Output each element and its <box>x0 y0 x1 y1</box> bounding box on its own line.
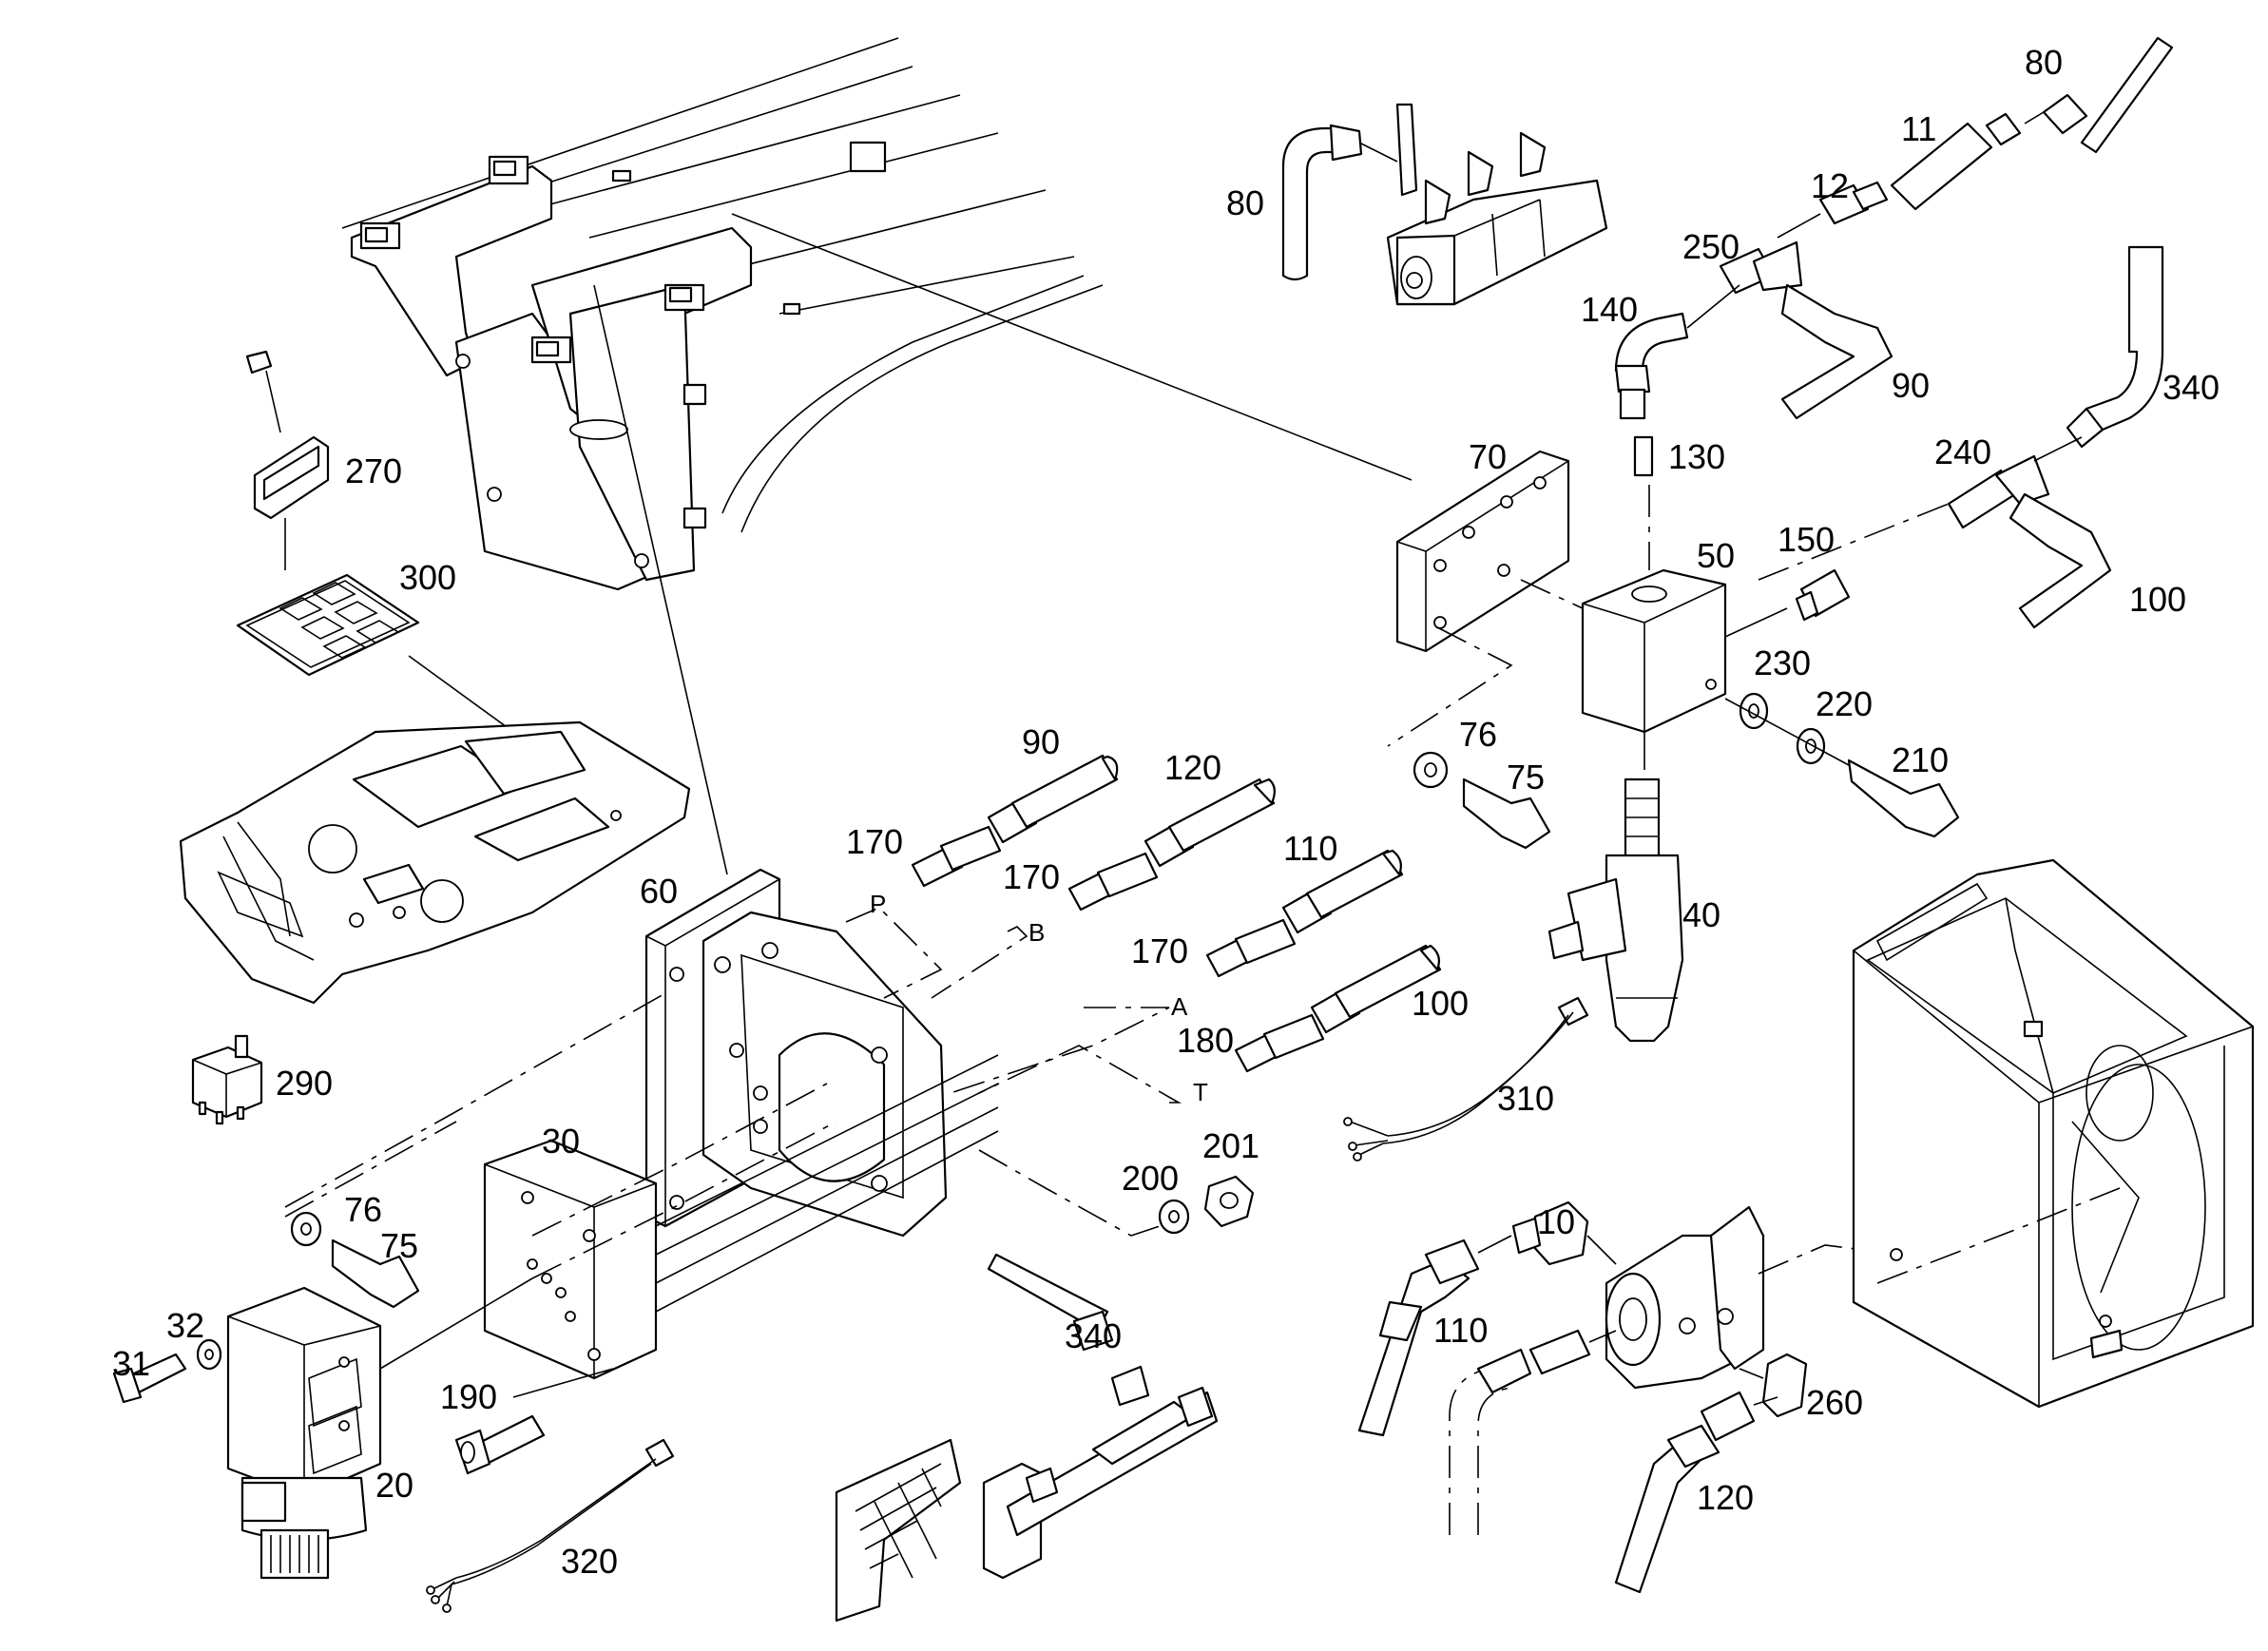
label-12: 12 <box>1811 166 1849 205</box>
label-110-mid: 110 <box>1283 829 1337 868</box>
label-80-left: 80 <box>1226 183 1264 222</box>
label-260: 260 <box>1806 1383 1863 1422</box>
label-31: 31 <box>112 1344 150 1383</box>
washer-screw-76-75-bottom <box>290 1211 420 1309</box>
label-310: 310 <box>1497 1079 1554 1118</box>
gear-pump-10 <box>1511 1200 1902 1418</box>
label-120-mid: 120 <box>1164 748 1221 787</box>
label-250: 250 <box>1682 227 1739 266</box>
label-210: 210 <box>1892 740 1949 779</box>
label-190: 190 <box>440 1377 497 1416</box>
label-80-right: 80 <box>2025 43 2063 82</box>
label-201: 201 <box>1202 1126 1259 1165</box>
label-200: 200 <box>1122 1159 1179 1198</box>
part-labels: 80 80 11 12 250 140 90 340 130 240 70 50… <box>112 43 2220 1581</box>
fittings-150-230-220-210 <box>1724 568 1960 838</box>
label-11: 11 <box>1901 109 1936 148</box>
label-20: 20 <box>375 1466 413 1505</box>
label-140: 140 <box>1581 290 1638 329</box>
control-console-cover <box>179 720 691 1005</box>
hose-80-left <box>1281 124 1398 281</box>
hose-340-100-right <box>1758 245 2164 629</box>
label-40: 40 <box>1682 895 1720 934</box>
washer-screw-76-75-top <box>1413 751 1551 850</box>
label-75-bottom: 75 <box>380 1226 418 1265</box>
label-220: 220 <box>1816 684 1873 723</box>
label-76-bottom: 76 <box>344 1190 382 1229</box>
port-fittings-170-180 <box>911 825 1325 1073</box>
machine-frame <box>341 37 1104 591</box>
label-230: 230 <box>1754 643 1811 682</box>
label-30: 30 <box>542 1122 580 1161</box>
label-110-bottom: 110 <box>1433 1311 1488 1350</box>
label-340-top: 340 <box>2162 368 2220 407</box>
label-240: 240 <box>1934 432 1991 471</box>
label-300: 300 <box>399 558 456 597</box>
hose-dashed-bottom <box>1449 1329 1617 1535</box>
label-120-bottom: 120 <box>1697 1478 1754 1517</box>
label-32: 32 <box>166 1306 204 1345</box>
label-plate-300 <box>236 573 514 733</box>
label-90-top: 90 <box>1892 366 1930 405</box>
label-10: 10 <box>1537 1202 1575 1241</box>
label-75-top: 75 <box>1507 758 1545 797</box>
relay-290 <box>191 1034 263 1125</box>
motor-pump-top <box>1386 103 1608 306</box>
label-130: 130 <box>1668 437 1725 476</box>
label-170-p: 170 <box>846 822 903 861</box>
label-170-a: 170 <box>1131 931 1188 970</box>
port-a-label: A <box>1171 992 1188 1021</box>
label-100-mid: 100 <box>1412 984 1469 1023</box>
cable-310 <box>1343 996 1589 1161</box>
label-150: 150 <box>1778 520 1835 559</box>
screw-190 <box>454 1414 546 1475</box>
label-70: 70 <box>1469 437 1507 476</box>
label-270: 270 <box>345 451 402 490</box>
fan-housing <box>1852 858 2255 1409</box>
label-340-bottom: 340 <box>1065 1316 1122 1355</box>
washer-nut-200-201 <box>1158 1175 1255 1235</box>
flange-60 <box>702 911 948 1238</box>
label-320: 320 <box>561 1542 618 1581</box>
hose-line-top-right <box>1614 36 2174 570</box>
port-b-label: B <box>1028 918 1045 947</box>
label-290: 290 <box>276 1064 333 1103</box>
label-170-b: 170 <box>1003 857 1060 896</box>
valve-bar-assembly-340 <box>835 1253 1219 1622</box>
plate-70 <box>1395 450 1570 653</box>
label-60: 60 <box>640 872 678 911</box>
hose-110-bottom <box>1357 1235 1512 1437</box>
hoses-90-120-110-100-mid <box>987 754 1442 1034</box>
cable-320 <box>426 1438 675 1613</box>
solenoid-valve-20 <box>226 1286 382 1580</box>
port-p-label: P <box>870 890 886 918</box>
valve-block-50 <box>1387 568 1788 770</box>
port-t-label: T <box>1193 1078 1208 1106</box>
label-50: 50 <box>1697 536 1735 575</box>
label-100-top: 100 <box>2129 580 2186 619</box>
label-76-top: 76 <box>1459 715 1497 754</box>
hose-120-bottom <box>1614 1391 1778 1594</box>
label-180: 180 <box>1177 1021 1234 1060</box>
cartridge-valve-40 <box>1547 778 1684 1043</box>
screw-washer-31-32 <box>112 1338 222 1404</box>
rocker-switch-270 <box>245 350 330 570</box>
port-letters: P B A T <box>870 890 1208 1106</box>
label-90-mid: 90 <box>1022 722 1060 761</box>
